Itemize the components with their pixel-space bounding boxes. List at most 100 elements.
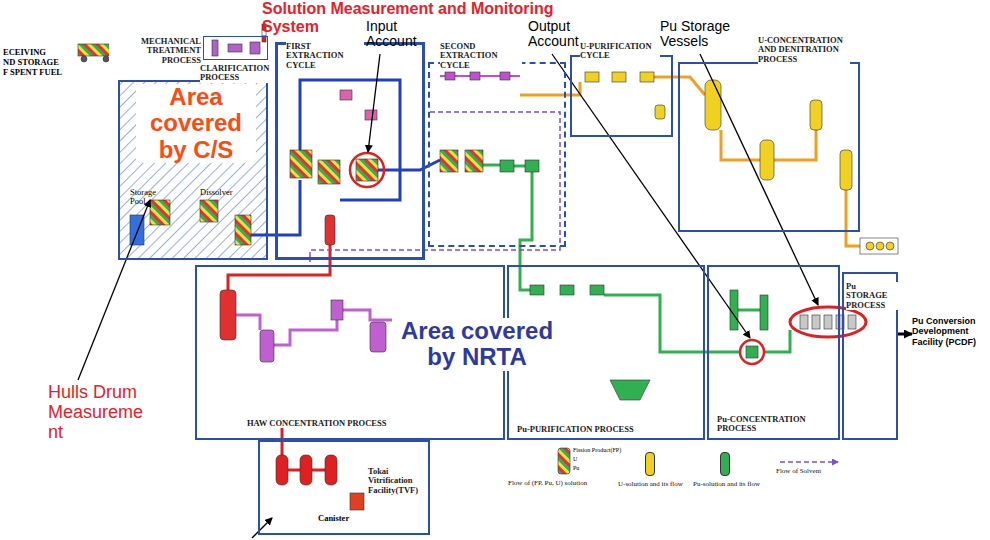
legend-text: Pu-solution and its flow [693, 481, 769, 489]
illustration-part [721, 130, 760, 160]
illustration-part [220, 290, 236, 340]
equipment-name: Dissolver [200, 188, 245, 197]
illustration-part [228, 76, 860, 470]
process-heading: HAW CONCENTRATION PROCESS [247, 419, 397, 428]
illustration-part [780, 461, 838, 463]
illustration-part [78, 200, 150, 380]
process-area: Pu STORAGE PROCESS [842, 272, 898, 440]
illustration-part [846, 190, 860, 246]
illustration-part [585, 72, 599, 82]
illustration-part [840, 150, 852, 190]
process-heading: Tokai Vitrification Facility(TVF) [368, 467, 426, 495]
callout-text: Hulls Drum Measurement [48, 383, 148, 442]
illustration-part [514, 165, 525, 168]
illustration-part [236, 315, 260, 330]
illustration-part [610, 380, 650, 400]
process-heading: Pu-PURIFICATION PROCESS [517, 425, 702, 434]
illustration-part [790, 307, 866, 337]
illustration-part [764, 330, 790, 352]
process-heading: FIRST EXTRACTION CYCLE [286, 42, 364, 70]
process-area: U-CONCENTRATION AND DENITRATION PROCESS [678, 62, 860, 232]
illustration-part [350, 493, 364, 510]
illustration-part [212, 40, 218, 56]
illustration-part [812, 315, 820, 329]
illustration-part [331, 300, 343, 320]
illustration-part [590, 285, 604, 295]
flow-arrow [898, 333, 912, 336]
illustration-part [740, 340, 764, 364]
equipment-name: Storage Pool [130, 188, 172, 207]
area-name: F SPENT FUEL [3, 68, 73, 77]
legend-swatch [720, 452, 730, 476]
illustration-part [800, 315, 808, 329]
illustration-part [612, 72, 626, 82]
illustration-part [78, 24, 898, 510]
illustration-part [81, 56, 87, 62]
legend-text: Flow of (FP, Pu, U) solution [508, 480, 608, 488]
illustration-part [356, 159, 378, 181]
illustration-part [500, 72, 510, 80]
illustration-part [530, 285, 544, 295]
process-heading: U-CONCENTRATION AND DENITRATION PROCESS [758, 36, 850, 64]
illustration-part [378, 160, 440, 170]
coverage-label: Area covered by C/S [136, 84, 256, 163]
process-area: MECHANICAL TREATMENT PROCESS [203, 36, 268, 60]
process-heading: U-PURIFICATION CYCLE [580, 42, 660, 61]
legend-sublabel: Fission Product(FP) [573, 447, 633, 454]
illustration-part [118, 80, 268, 260]
legend-sublabel: U [573, 456, 593, 463]
illustration-part [300, 455, 312, 485]
illustration-part [876, 242, 884, 250]
illustration-part [640, 72, 654, 82]
illustration-part [470, 72, 480, 80]
illustration-part [700, 54, 818, 305]
illustration-part [250, 42, 260, 54]
coverage-label: Area covered by NRTA [392, 318, 562, 371]
illustration-part [325, 455, 337, 485]
illustration-part [738, 309, 760, 312]
illustration-part [340, 90, 352, 100]
process-heading: CLARIFICATION PROCESS [200, 64, 272, 83]
illustration-part [325, 215, 335, 245]
legend-swatch [645, 452, 655, 476]
illustration-part [290, 150, 312, 178]
illustration-part [465, 150, 483, 172]
equipment-name: Canister [318, 514, 363, 523]
legend-sublabel: Pu [573, 465, 593, 472]
illustration-part [848, 315, 856, 329]
illustration-part [525, 160, 539, 172]
illustration-part [260, 330, 274, 362]
process-heading: Pu STORAGE PROCESS [846, 282, 898, 310]
illustration-part [746, 346, 758, 358]
illustration-part [886, 242, 894, 250]
illustration-part [774, 130, 816, 160]
illustration-part [350, 153, 384, 187]
area-name: ECEIVING [3, 48, 73, 57]
facility-label: Pu Conversion Development Facility (PCDF… [912, 316, 986, 352]
illustration-part [150, 200, 170, 225]
process-area: U-PURIFICATION CYCLE [570, 55, 673, 137]
process-heading: SECOND EXTRACTION CYCLE [440, 42, 522, 70]
illustration-part [252, 518, 272, 538]
illustration-part [440, 150, 458, 172]
illustration-part [866, 242, 874, 250]
legend-text: U-solution and its flow [618, 481, 690, 489]
illustration-part [760, 295, 768, 330]
illustration-part [228, 245, 330, 290]
legend-text: Flow of Solvent [776, 468, 846, 476]
process-heading: Pu Conversion Development Facility (PCDF… [912, 316, 986, 347]
illustration-part [370, 322, 386, 352]
illustration-part [365, 110, 377, 120]
illustration-part [705, 80, 721, 130]
illustration-part [300, 80, 400, 200]
illustration-part [810, 100, 822, 130]
illustration-part [655, 105, 665, 119]
callout-text: Input Account [366, 19, 428, 50]
illustration-part [235, 215, 251, 245]
illustration-part [368, 54, 380, 152]
illustration-part [604, 295, 740, 352]
process-heading: Pu-CONCENTRATION PROCESS [717, 415, 832, 434]
illustration-part [860, 238, 898, 254]
illustration-part [824, 315, 832, 329]
process-area: SECOND EXTRACTION CYCLE [428, 62, 566, 247]
